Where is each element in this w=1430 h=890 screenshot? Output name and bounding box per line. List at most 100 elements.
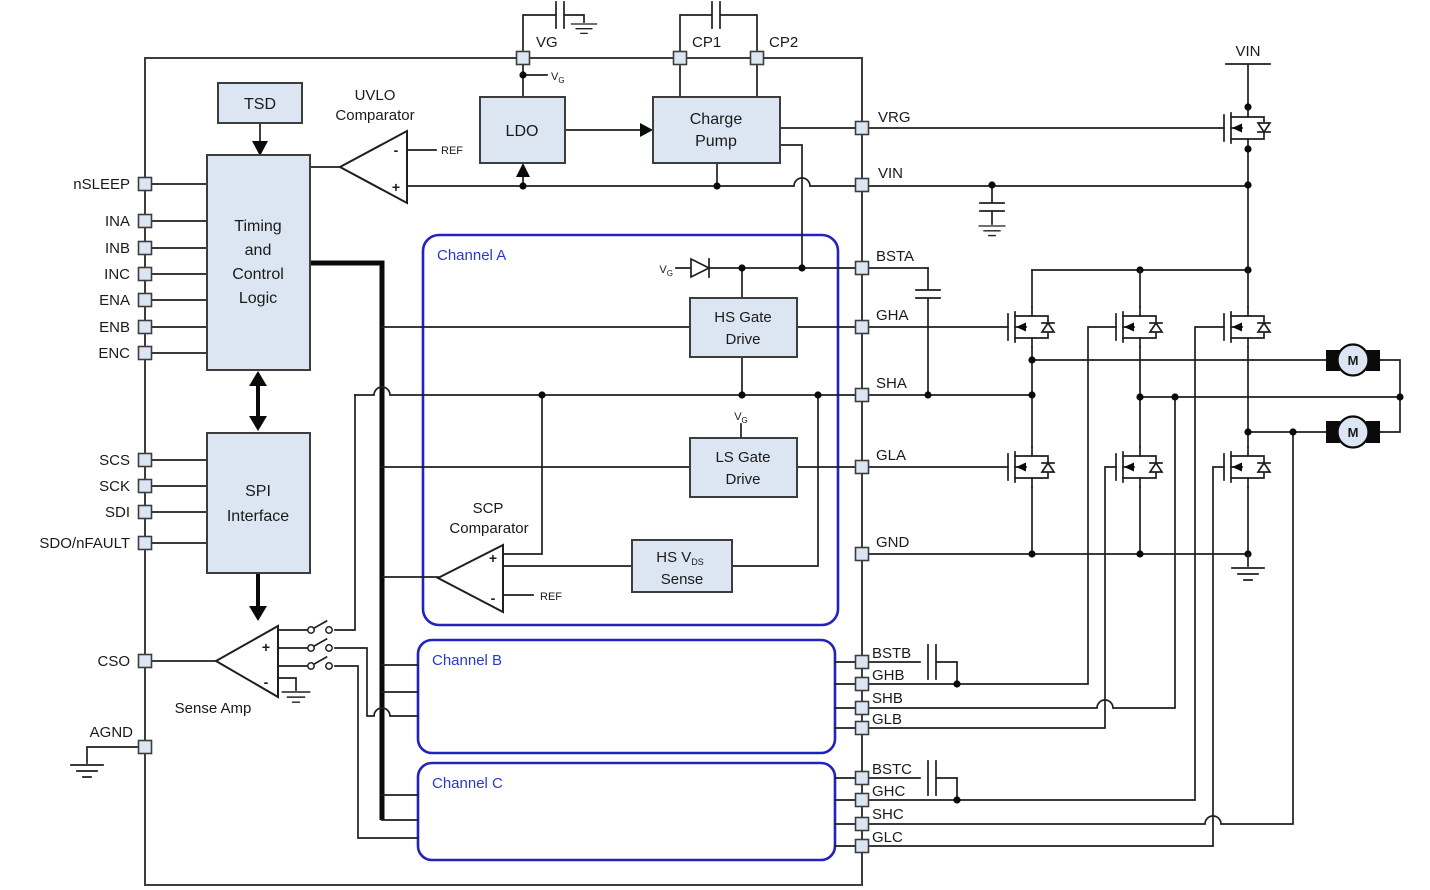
vg-rail-label-ldo: VG	[551, 71, 565, 85]
hsgd-l1: HS Gate	[714, 309, 772, 326]
motor-2-label: M	[1348, 425, 1359, 440]
left-pin-wires	[70, 183, 217, 778]
channel-b-label: Channel B	[432, 652, 502, 669]
pin-vg	[515, 50, 531, 66]
pin-shb	[854, 700, 870, 716]
label-nsleep: nSLEEP	[73, 176, 130, 193]
sense-plus: +	[262, 639, 270, 655]
labels: nSLEEP INA INB INC ENA ENB ENC SCS SCK S…	[39, 34, 1260, 846]
timing-l3: Control	[232, 266, 284, 283]
sense-minus: -	[264, 674, 269, 690]
label-sha: SHA	[876, 375, 907, 392]
pin-sdo-nfault	[137, 535, 153, 551]
scp-plus: +	[489, 550, 497, 566]
power-stage	[1007, 63, 1404, 581]
pin-glc	[854, 838, 870, 854]
pin-vin	[854, 177, 870, 193]
label-vin-pin: VIN	[878, 165, 903, 182]
label-enc: ENC	[98, 345, 130, 362]
pin-squares	[137, 50, 870, 854]
uvlo-minus: -	[394, 142, 399, 158]
pin-shc	[854, 816, 870, 832]
ldo-block	[479, 96, 566, 164]
vg-rail-label-lsgd: VG	[734, 411, 748, 425]
label-gnd: GND	[876, 534, 910, 551]
timing-l4: Logic	[239, 290, 277, 307]
pin-sck	[137, 478, 153, 494]
pin-ina	[137, 213, 153, 229]
label-bsta: BSTA	[876, 248, 914, 265]
scp-l2: Comparator	[449, 520, 528, 537]
channel-c-box	[416, 761, 837, 862]
timing-l2: and	[245, 242, 272, 259]
label-gha: GHA	[876, 307, 909, 324]
control-arrows	[249, 122, 268, 621]
hsvds-l1: HS VDS	[656, 549, 704, 567]
label-ena: ENA	[99, 292, 130, 309]
lsgd-l1: LS Gate	[715, 449, 770, 466]
pin-gnd	[854, 546, 870, 562]
right-pin-wires	[834, 326, 1294, 847]
cp-l2: Pump	[695, 133, 737, 150]
channel-a-box	[421, 233, 840, 627]
function-blocks	[206, 82, 798, 593]
label-glb: GLB	[872, 711, 902, 728]
uvlo-wires	[309, 129, 1249, 205]
uvlo-l2: Comparator	[335, 107, 414, 124]
hsgd-l2: Drive	[725, 331, 760, 348]
channel-boxes	[416, 233, 840, 862]
pin-cso	[137, 653, 153, 669]
tsd-block	[217, 82, 303, 124]
channel-a-wires	[354, 257, 1033, 614]
pin-cp2	[749, 50, 765, 66]
label-sdo-nfault: SDO/nFAULT	[39, 535, 130, 552]
label-glc: GLC	[872, 829, 903, 846]
channel-a-label: Channel A	[437, 247, 506, 264]
label-vg: VG	[536, 34, 558, 51]
label-gla: GLA	[876, 447, 906, 464]
ls-gate-drive-block	[689, 437, 798, 498]
pin-bstb	[854, 654, 870, 670]
pin-agnd	[137, 739, 153, 755]
vg-rail-label-diode: VG	[659, 264, 673, 278]
pin-ghc	[854, 792, 870, 808]
sense-amp-label: Sense Amp	[175, 700, 252, 717]
label-ina: INA	[105, 213, 130, 230]
charge-pump-block	[652, 96, 781, 164]
uvlo-plus: +	[392, 179, 400, 195]
motor-1-label: M	[1348, 353, 1359, 368]
timing-l1: Timing	[234, 218, 281, 235]
channel-c-label: Channel C	[432, 775, 503, 792]
pin-cp1	[672, 50, 688, 66]
ldo-label: LDO	[506, 123, 539, 140]
pin-inb	[137, 240, 153, 256]
external-caps	[915, 181, 1006, 399]
spi-interface-block	[206, 432, 311, 574]
hs-gate-drive-block	[689, 297, 798, 358]
label-agnd: AGND	[90, 724, 134, 741]
pin-sha	[854, 387, 870, 403]
label-bstb: BSTB	[872, 645, 911, 662]
label-shc: SHC	[872, 806, 904, 823]
tsd-label: TSD	[244, 96, 276, 113]
timing-control-block	[206, 154, 311, 371]
label-cp1: CP1	[692, 34, 721, 51]
pin-vrg	[854, 120, 870, 136]
motor-1: M	[1326, 343, 1380, 377]
label-ghc: GHC	[872, 783, 906, 800]
top-supply-wires	[519, 1, 758, 98]
label-vrg: VRG	[878, 109, 911, 126]
pin-ena	[137, 292, 153, 308]
label-sdi: SDI	[105, 504, 130, 521]
control-bus	[310, 260, 691, 821]
scp-l1: SCP	[473, 500, 504, 517]
ldo-cp-wires	[564, 123, 1225, 269]
scp-ref: REF	[540, 591, 562, 603]
label-sck: SCK	[99, 478, 130, 495]
label-scs: SCS	[99, 452, 130, 469]
pin-enc	[137, 345, 153, 361]
pin-gha	[854, 319, 870, 335]
pin-ghb	[854, 676, 870, 692]
label-inb: INB	[105, 240, 130, 257]
